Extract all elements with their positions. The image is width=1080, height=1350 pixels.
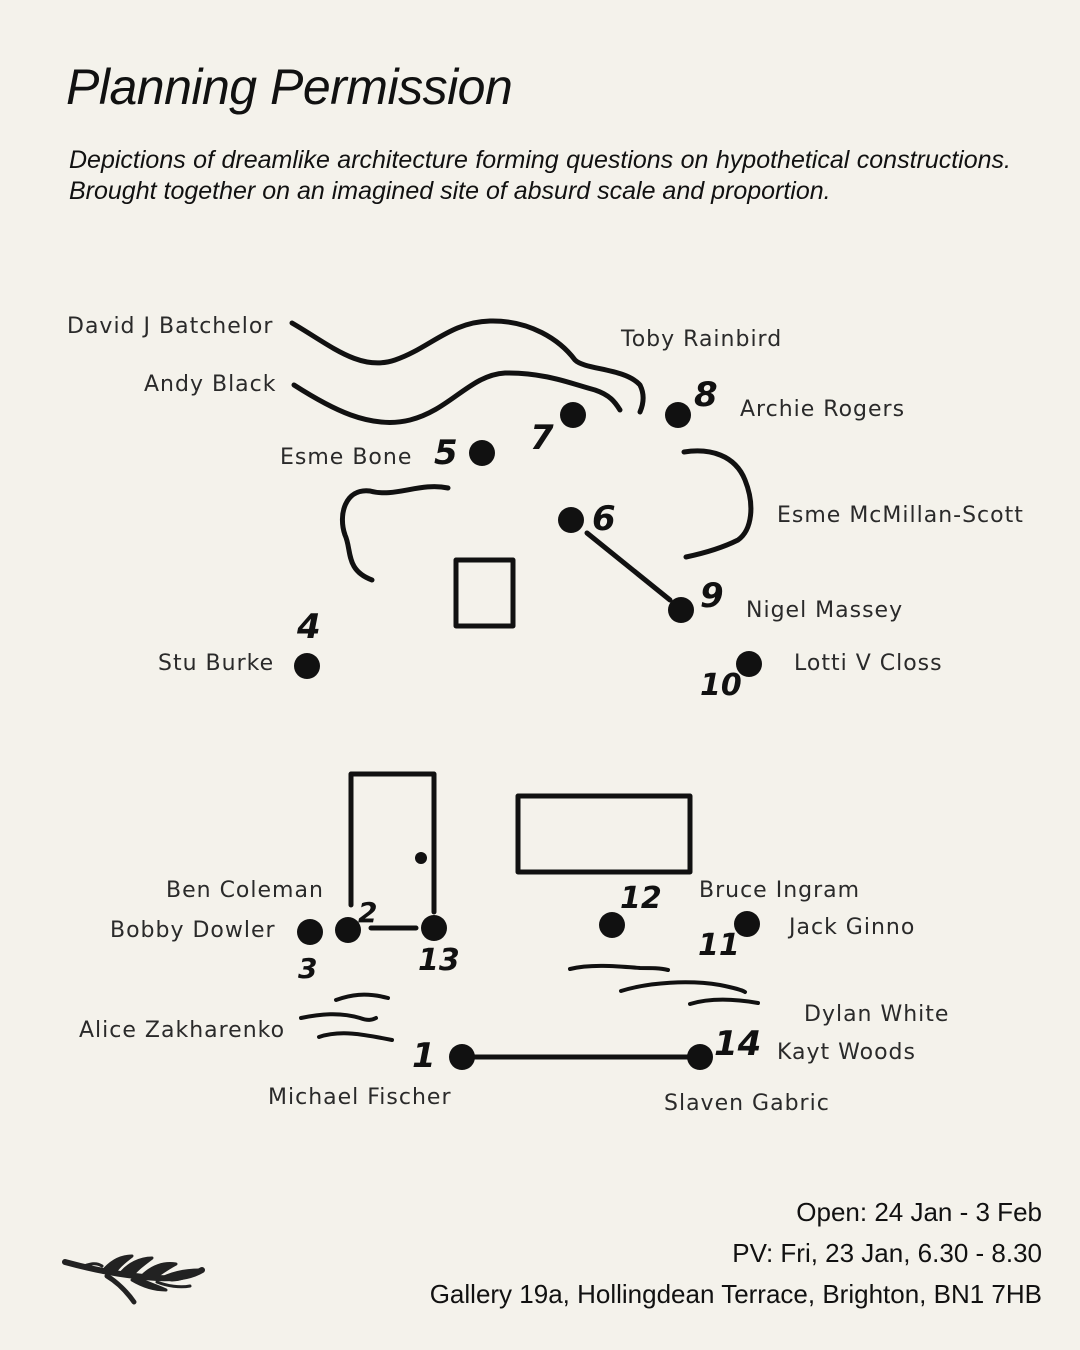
label-esme-bone: Esme Bone (280, 445, 413, 470)
label-bruce-ingram: Bruce Ingram (699, 878, 861, 903)
scribble-right-3 (688, 997, 760, 1006)
door-outline (348, 771, 437, 915)
small-square (453, 557, 516, 629)
connector-6-9 (584, 530, 673, 603)
label-ben-coleman: Ben Coleman (166, 878, 324, 903)
private-view: PV: Fri, 23 Jan, 6.30 - 8.30 (732, 1238, 1042, 1268)
scribble-left-2 (299, 1012, 378, 1022)
label-jack-ginno: Jack Ginno (789, 915, 916, 940)
large-rectangle (515, 793, 693, 875)
marker-dot-10 (736, 651, 762, 677)
label-stu-burke: Stu Burke (158, 651, 275, 676)
page-title: Planning Permission (66, 59, 513, 115)
marker-number-13: 13 (418, 943, 460, 978)
marker-dot-1 (449, 1044, 475, 1070)
label-david-batchelor: David J Batchelor (67, 314, 274, 339)
marker-number-10: 10 (700, 668, 742, 703)
label-andy-black: Andy Black (144, 372, 277, 397)
marker-number-14: 14 (714, 1024, 761, 1064)
marker-dot-6 (558, 507, 584, 533)
marker-dot-2 (335, 917, 361, 943)
squiggle-left (339, 484, 451, 583)
label-dylan-white: Dylan White (804, 1002, 950, 1027)
marker-number-5: 5 (434, 433, 458, 473)
marker-dot-9 (668, 597, 694, 623)
bracket-curve-right (681, 448, 754, 560)
label-lotti-v-closs: Lotti V Closs (794, 651, 943, 676)
gallery-address: Gallery 19a, Hollingdean Terrace, Bright… (429, 1279, 1042, 1309)
marker-dot-11 (734, 911, 760, 937)
label-bobby-dowler: Bobby Dowler (110, 918, 276, 943)
exhibition-description: Depictions of dreamlike architecture for… (69, 146, 1011, 205)
marker-dot-14 (687, 1044, 713, 1070)
marker-number-1: 1 (412, 1036, 436, 1076)
marker-number-4: 4 (296, 607, 321, 647)
label-slaven-gabric: Slaven Gabric (664, 1091, 830, 1116)
marker-number-2: 2 (358, 896, 377, 929)
label-toby-rainbird: Toby Rainbird (621, 327, 783, 352)
wave-line-andy (291, 370, 623, 425)
marker-dot-7 (560, 402, 586, 428)
marker-dot-5 (469, 440, 495, 466)
opening-dates: Open: 24 Jan - 3 Feb (796, 1197, 1042, 1227)
scribble-left-3 (317, 1031, 394, 1042)
door-knob (415, 852, 427, 864)
marker-number-9: 9 (700, 576, 724, 616)
branch-logo-icon (62, 1254, 205, 1305)
scribble-right-2 (619, 980, 747, 994)
marker-number-3: 3 (298, 952, 317, 985)
label-kayt-woods: Kayt Woods (777, 1040, 916, 1065)
scribble-left-1 (334, 992, 390, 1002)
marker-dot-4 (294, 653, 320, 679)
marker-number-6: 6 (592, 499, 616, 539)
marker-number-11: 11 (698, 928, 740, 963)
marker-number-8: 8 (694, 375, 718, 415)
exhibition-info: Open: 24 Jan - 3 Feb PV: Fri, 23 Jan, 6.… (430, 1192, 1042, 1315)
label-esme-mcmillan-scott: Esme McMillan-Scott (777, 503, 1024, 528)
wave-line-david (289, 318, 646, 415)
marker-number-7: 7 (530, 418, 554, 458)
marker-dot-12 (599, 912, 625, 938)
marker-number-12: 12 (620, 881, 662, 916)
marker-dot-13 (421, 915, 447, 941)
label-alice-zakharenko: Alice Zakharenko (79, 1018, 286, 1043)
marker-dot-3 (297, 919, 323, 945)
label-nigel-massey: Nigel Massey (746, 598, 904, 623)
label-archie-rogers: Archie Rogers (740, 397, 906, 422)
scribble-right-1 (568, 963, 670, 972)
marker-dot-8 (665, 402, 691, 428)
label-michael-fischer: Michael Fischer (268, 1085, 452, 1110)
